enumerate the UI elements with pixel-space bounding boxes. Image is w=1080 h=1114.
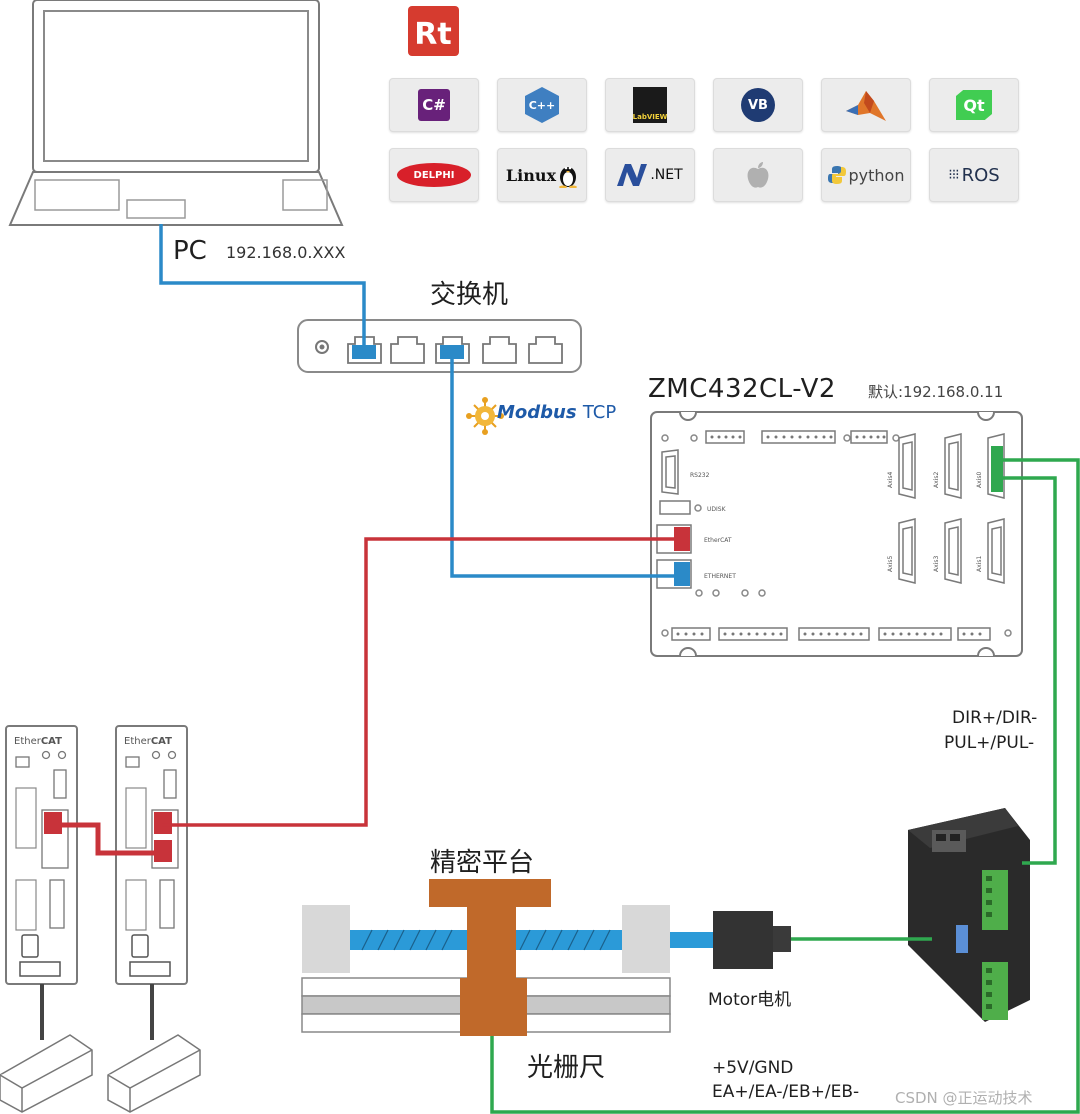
ros-label: ROS (961, 164, 1000, 186)
language-tile-python: python (821, 148, 911, 202)
language-tile-delphi: DELPHI (389, 148, 479, 202)
encoder-signals-label: EA+/EA-/EB+/EB- (712, 1082, 860, 1102)
ethercat-cable (162, 537, 678, 827)
modbus-suffix: TCP (582, 402, 617, 423)
axis0-label: Axis0 (976, 472, 983, 488)
language-tile-dotnet: .NET (605, 148, 695, 202)
dotnet-label: .NET (650, 167, 683, 183)
stage-label: 精密平台 (430, 848, 535, 878)
grating-label: 光栅尺 (527, 1053, 606, 1083)
rt-logo-icon: Rt (408, 6, 459, 56)
laptop-icon (8, 0, 344, 226)
linux-label: Linux (505, 165, 557, 185)
language-tile-apple (713, 148, 803, 202)
drive-1-brand: EtherCAT (14, 736, 62, 747)
language-tile-labview: LabVIEW (605, 78, 695, 132)
network-switch (297, 319, 582, 373)
labview-icon: LabVIEW (633, 87, 667, 123)
language-tile-linux: Linux (497, 148, 587, 202)
tux-penguin-icon (559, 166, 578, 188)
csharp-icon: C# (418, 89, 450, 121)
axis2-label: Axis2 (933, 472, 940, 488)
dir-signal-label: DIR+/DIR- (952, 708, 1038, 728)
ethercat-daisy-chain (58, 822, 162, 856)
drive-2-brand: EtherCAT (124, 736, 172, 747)
language-tile-matlab (821, 78, 911, 132)
ethercat-port-label: EtherCAT (704, 537, 732, 544)
controller-model-label: ZMC432CL-V2 (648, 374, 836, 404)
watermark: CSDN @正运动技术 (895, 1089, 1033, 1107)
pul-signal-label: PUL+/PUL- (944, 733, 1035, 753)
vb-icon: VB (741, 88, 775, 122)
python-label: python (848, 165, 905, 185)
language-tile-vb: VB (713, 78, 803, 132)
udisk-label: UDISK (707, 506, 727, 513)
svg-text:Rt: Rt (414, 17, 451, 52)
modbus-name: Modbus (497, 402, 577, 423)
ethernet-cable-controller (450, 358, 676, 578)
pulse-cable-2 (1001, 476, 1057, 865)
modbus-logo-icon (466, 397, 504, 435)
stepper-motor (713, 911, 791, 969)
controller-default-ip: 默认:192.168.0.11 (868, 383, 1004, 401)
ethernet-port-label: ETHERNET (704, 573, 736, 580)
ros-dots-icon: ⁝⁝⁝ (948, 167, 959, 183)
motor-label: Motor电机 (708, 990, 792, 1010)
precision-stage (301, 879, 714, 1036)
dotnet-icon (617, 164, 648, 186)
stepper-driver (908, 808, 1030, 1022)
ethernet-cable-pc (159, 224, 366, 345)
axis3-label: Axis3 (933, 556, 940, 572)
servo-drive-1 (5, 725, 78, 985)
language-tile-qt: Qt (929, 78, 1019, 132)
language-tile-ros: ⁝⁝⁝ ROS (929, 148, 1019, 202)
python-icon (827, 166, 846, 184)
switch-label: 交换机 (430, 280, 509, 310)
pc-label: PC (173, 236, 207, 266)
servo-motor-2-icon (107, 1034, 201, 1113)
servo-motor-1-icon (0, 1034, 93, 1113)
cpp-icon: C++ (525, 87, 559, 123)
pulse-cable-1 (490, 458, 1080, 1114)
modbus-tcp-label: Modbus TCP (497, 402, 616, 423)
language-tile-csharp: C# (389, 78, 479, 132)
encoder-power-label: +5V/GND (712, 1058, 794, 1078)
axis5-label: Axis5 (887, 556, 894, 572)
qt-icon: Qt (956, 90, 992, 120)
apple-icon (747, 162, 769, 188)
pc-ip-label: 192.168.0.XXX (226, 243, 346, 262)
delphi-icon: DELPHI (397, 163, 471, 187)
motion-controller: RS232 UDISK EtherCAT ETHERNET Axis4 Axis… (650, 411, 1023, 657)
rs232-label: RS232 (690, 472, 710, 479)
axis1-label: Axis1 (976, 556, 983, 572)
matlab-icon (846, 91, 886, 121)
axis4-label: Axis4 (887, 472, 894, 488)
language-tile-cpp: C++ (497, 78, 587, 132)
